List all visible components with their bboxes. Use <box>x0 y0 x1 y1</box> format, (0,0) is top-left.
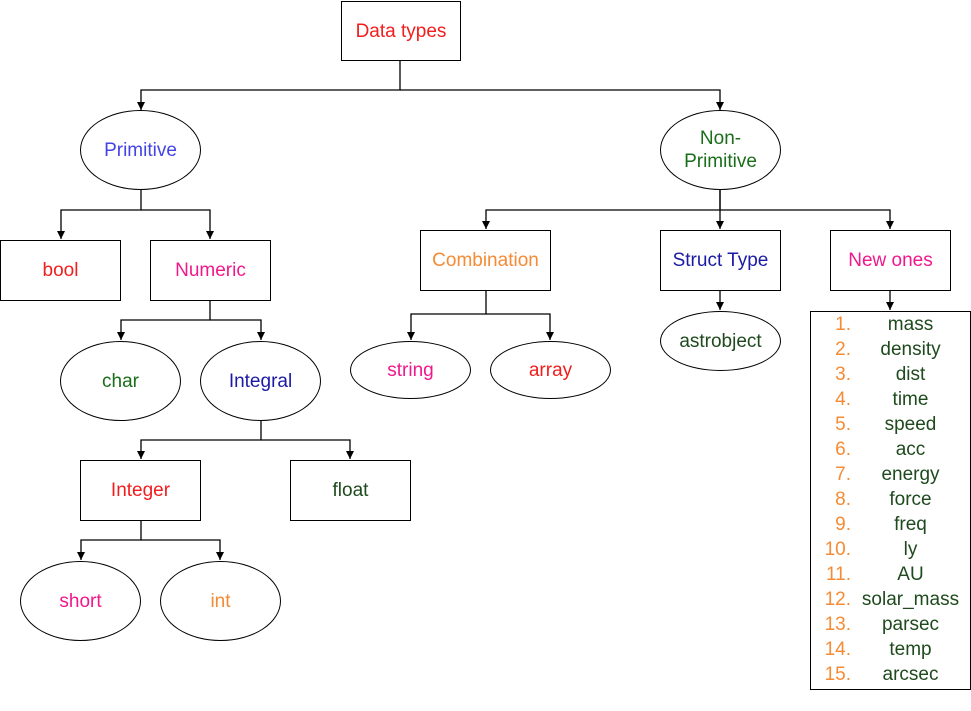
node-short: short <box>20 561 141 641</box>
list-item-number: 1. <box>835 314 851 335</box>
edge-combination-string <box>407 290 487 340</box>
edge-datatypes-primitive <box>137 60 401 110</box>
edge-datatypes-nonprimitive <box>400 89 724 110</box>
node-array: array <box>490 341 611 399</box>
list-item: 7. energy <box>811 462 970 487</box>
list-item-number: 8. <box>835 489 851 510</box>
list-item-label: density <box>880 339 941 360</box>
list-item: 11. AU <box>811 562 970 587</box>
list-item-number: 15. <box>824 664 851 685</box>
list-item: 12. solar_mass <box>811 587 970 612</box>
list-item-number: 11. <box>825 564 851 585</box>
node-float: float <box>290 460 411 521</box>
list-item-number: 10. <box>824 539 851 560</box>
list-item: 9. freq <box>811 512 970 537</box>
node-primitive: Primitive <box>80 110 201 190</box>
list-item: 15. arcsec <box>811 662 970 687</box>
edge-primitive-bool <box>57 190 142 239</box>
list-item-label: force <box>889 489 932 510</box>
list-item-number: 4. <box>835 389 851 410</box>
new-ones-list: 1. mass 2. density 3. dist 4. time 5. speed 6… <box>810 311 971 690</box>
edge-integral-integer <box>137 420 262 459</box>
list-item-label: time <box>892 389 929 410</box>
list-item-number: 3. <box>835 364 851 385</box>
list-item-label: temp <box>889 639 932 660</box>
node-data-types: Data types <box>341 1 461 61</box>
node-integral: Integral <box>200 341 321 421</box>
edge-nonprimitive-newones <box>720 209 894 229</box>
node-int: int <box>160 561 281 641</box>
list-item-label: ly <box>903 539 918 560</box>
list-item-number: 2. <box>835 339 851 360</box>
list-item-label: freq <box>894 514 927 535</box>
list-item-number: 12. <box>824 589 851 610</box>
list-item-label: acc <box>895 439 926 460</box>
list-item: 1. mass <box>811 312 970 337</box>
list-item-number: 7. <box>835 464 851 485</box>
edge-primitive-numeric <box>141 209 214 239</box>
list-item: 3. dist <box>811 362 970 387</box>
node-bool: bool <box>0 240 121 301</box>
node-numeric: Numeric <box>150 240 271 301</box>
list-item-number: 14. <box>824 639 851 660</box>
list-item: 2. density <box>811 337 970 362</box>
node-combination: Combination <box>420 230 551 291</box>
list-item: 14. temp <box>811 637 970 662</box>
node-integer: Integer <box>80 460 201 521</box>
edge-integral-float <box>261 439 354 459</box>
list-item-label: arcsec <box>882 664 939 685</box>
list-item-label: parsec <box>881 614 940 635</box>
node-struct-type: Struct Type <box>660 230 781 291</box>
list-item: 4. time <box>811 387 970 412</box>
list-item-label: energy <box>881 464 940 485</box>
edge-integer-int <box>141 539 224 560</box>
list-item: 13. parsec <box>811 612 970 637</box>
list-item-label: AU <box>897 564 924 585</box>
node-char: char <box>60 341 181 421</box>
list-item-label: solar_mass <box>861 589 960 610</box>
list-item-label: speed <box>884 414 937 435</box>
edge-nonprimitive-combination <box>482 190 721 229</box>
edge-numeric-integral <box>210 319 265 340</box>
list-item-label: mass <box>887 314 934 335</box>
edge-integer-short <box>77 520 142 560</box>
list-item-number: 9. <box>835 514 851 535</box>
list-item-number: 13. <box>824 614 851 635</box>
edge-numeric-char <box>117 300 211 340</box>
node-string: string <box>350 341 471 399</box>
list-item: 5. speed <box>811 412 970 437</box>
list-item-label: dist <box>895 364 926 385</box>
list-item: 10. ly <box>811 537 970 562</box>
list-item: 6. acc <box>811 437 970 462</box>
list-item-number: 6. <box>835 439 851 460</box>
node-astrobject: astrobject <box>660 311 781 371</box>
list-item: 8. force <box>811 487 970 512</box>
node-new-ones: New ones <box>830 230 951 291</box>
node-non-primitive: Non- Primitive <box>660 110 781 190</box>
edge-combination-array <box>486 313 554 340</box>
list-item-number: 5. <box>835 414 851 435</box>
